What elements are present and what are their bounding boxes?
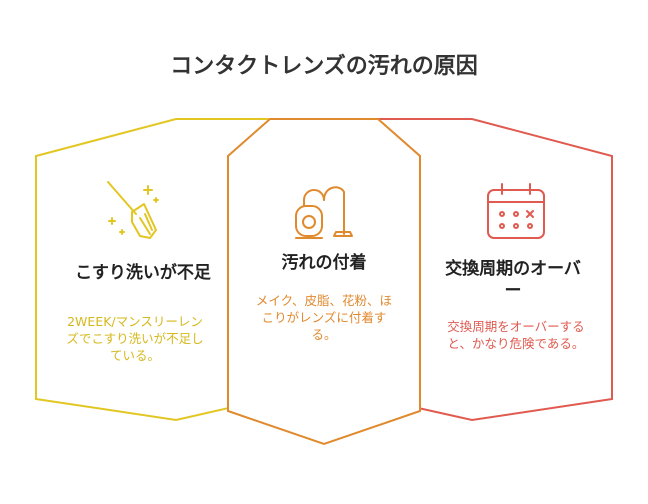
card-3-title: 交換周期のオーバー: [445, 259, 581, 301]
card-2-title: 汚れの付着: [281, 253, 367, 273]
card-2-description: メイク、皮脂、花粉、ほこりがレンズに付着する。: [255, 293, 393, 342]
card-2-shape: [227, 118, 421, 446]
calendar-icon: [487, 183, 545, 239]
vacuum-cleaner-icon: [295, 186, 353, 239]
card-1-title: こすり洗いが不足: [75, 263, 211, 283]
card-3-description: 交換周期をオーバーすると、かなり危険である。: [447, 319, 585, 351]
card-1-description: 2WEEK/マンスリーレンズでこすり洗いが不足している。: [66, 314, 204, 363]
page-title: コンタクトレンズの汚れの原因: [170, 54, 478, 79]
broom-sparkle-icon: [107, 181, 159, 239]
